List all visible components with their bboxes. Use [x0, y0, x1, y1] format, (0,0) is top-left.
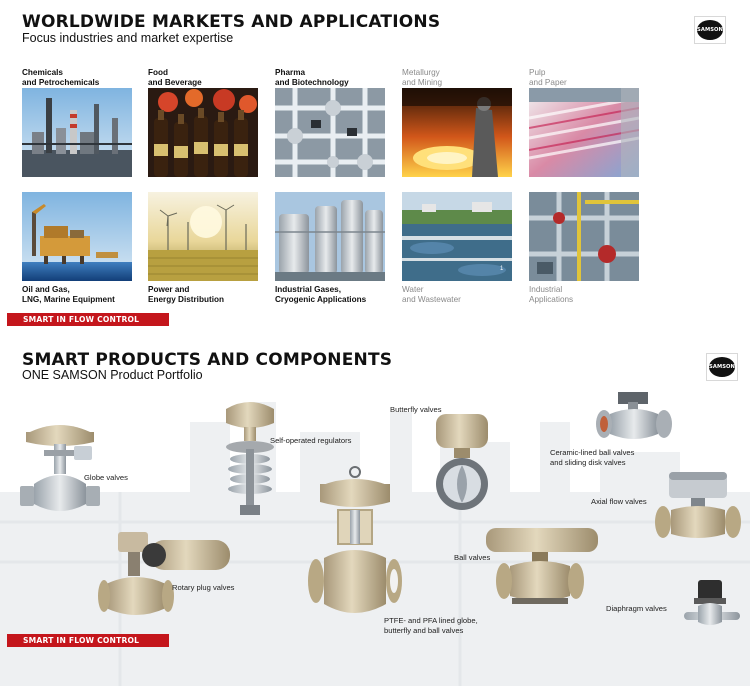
products-title: SMART PRODUCTS AND COMPONENTS [22, 350, 393, 370]
market-image-oil-gas [22, 192, 132, 281]
market-image-industrial-gases [275, 192, 385, 281]
self-operated-regulator-image [220, 393, 280, 517]
samson-logo-text: SAMSON [709, 364, 736, 370]
market-label-industrial-gases: Industrial Gases,Cryogenic Applications [275, 285, 367, 304]
rotary-plug-valve-image [98, 530, 234, 622]
market-image-chemicals [22, 88, 132, 177]
label-self-operated-regulators: Self-operated regulators [270, 436, 352, 445]
markets-subtitle: Focus industries and market expertise [22, 31, 234, 45]
market-image-industrial [529, 192, 639, 281]
market-image-pharma [275, 88, 385, 177]
label-axial-flow-valves: Axial flow valves [591, 497, 647, 506]
label-diaphragm-valves: Diaphragm valves [606, 604, 667, 613]
samson-logo-text: SAMSON [697, 27, 724, 33]
products-subtitle: ONE SAMSON Product Portfolio [22, 368, 203, 382]
svg-text:1: 1 [500, 266, 504, 272]
label-butterfly-valves: Butterfly valves [390, 405, 442, 414]
markets-title: WORLDWIDE MARKETS AND APPLICATIONS [22, 12, 441, 32]
ball-valve-image [482, 526, 600, 610]
ptfe-lined-globe-valve-image [308, 466, 402, 632]
label-ball-valves: Ball valves [454, 553, 491, 562]
label-ptfe-pfa-lined-valves: PTFE- and PFA lined globe,butterfly and … [384, 616, 478, 635]
market-image-water: 1 [402, 192, 512, 281]
market-image-power [148, 192, 258, 281]
samson-logo: SAMSON [694, 16, 726, 44]
market-label-oil-gas: Oil and Gas,LNG, Marine Equipment [22, 285, 115, 304]
label-rotary-plug-valves: Rotary plug valves [172, 583, 235, 592]
market-image-metallurgy [402, 88, 512, 177]
butterfly-valve-image [432, 412, 492, 512]
ceramic-ball-valve-image [596, 390, 672, 446]
market-image-pulp [529, 88, 639, 177]
samson-logo-products: SAMSON [706, 353, 738, 381]
market-image-food [148, 88, 258, 177]
label-globe-valves: Globe valves [84, 473, 128, 482]
axial-flow-valve-image [655, 470, 741, 548]
diaphragm-valve-image [684, 578, 740, 630]
smart-flow-banner-bottom: SMART IN FLOW CONTROL [7, 634, 169, 647]
globe-valve-image [20, 420, 100, 524]
smart-flow-banner-top: SMART IN FLOW CONTROL [7, 313, 169, 326]
